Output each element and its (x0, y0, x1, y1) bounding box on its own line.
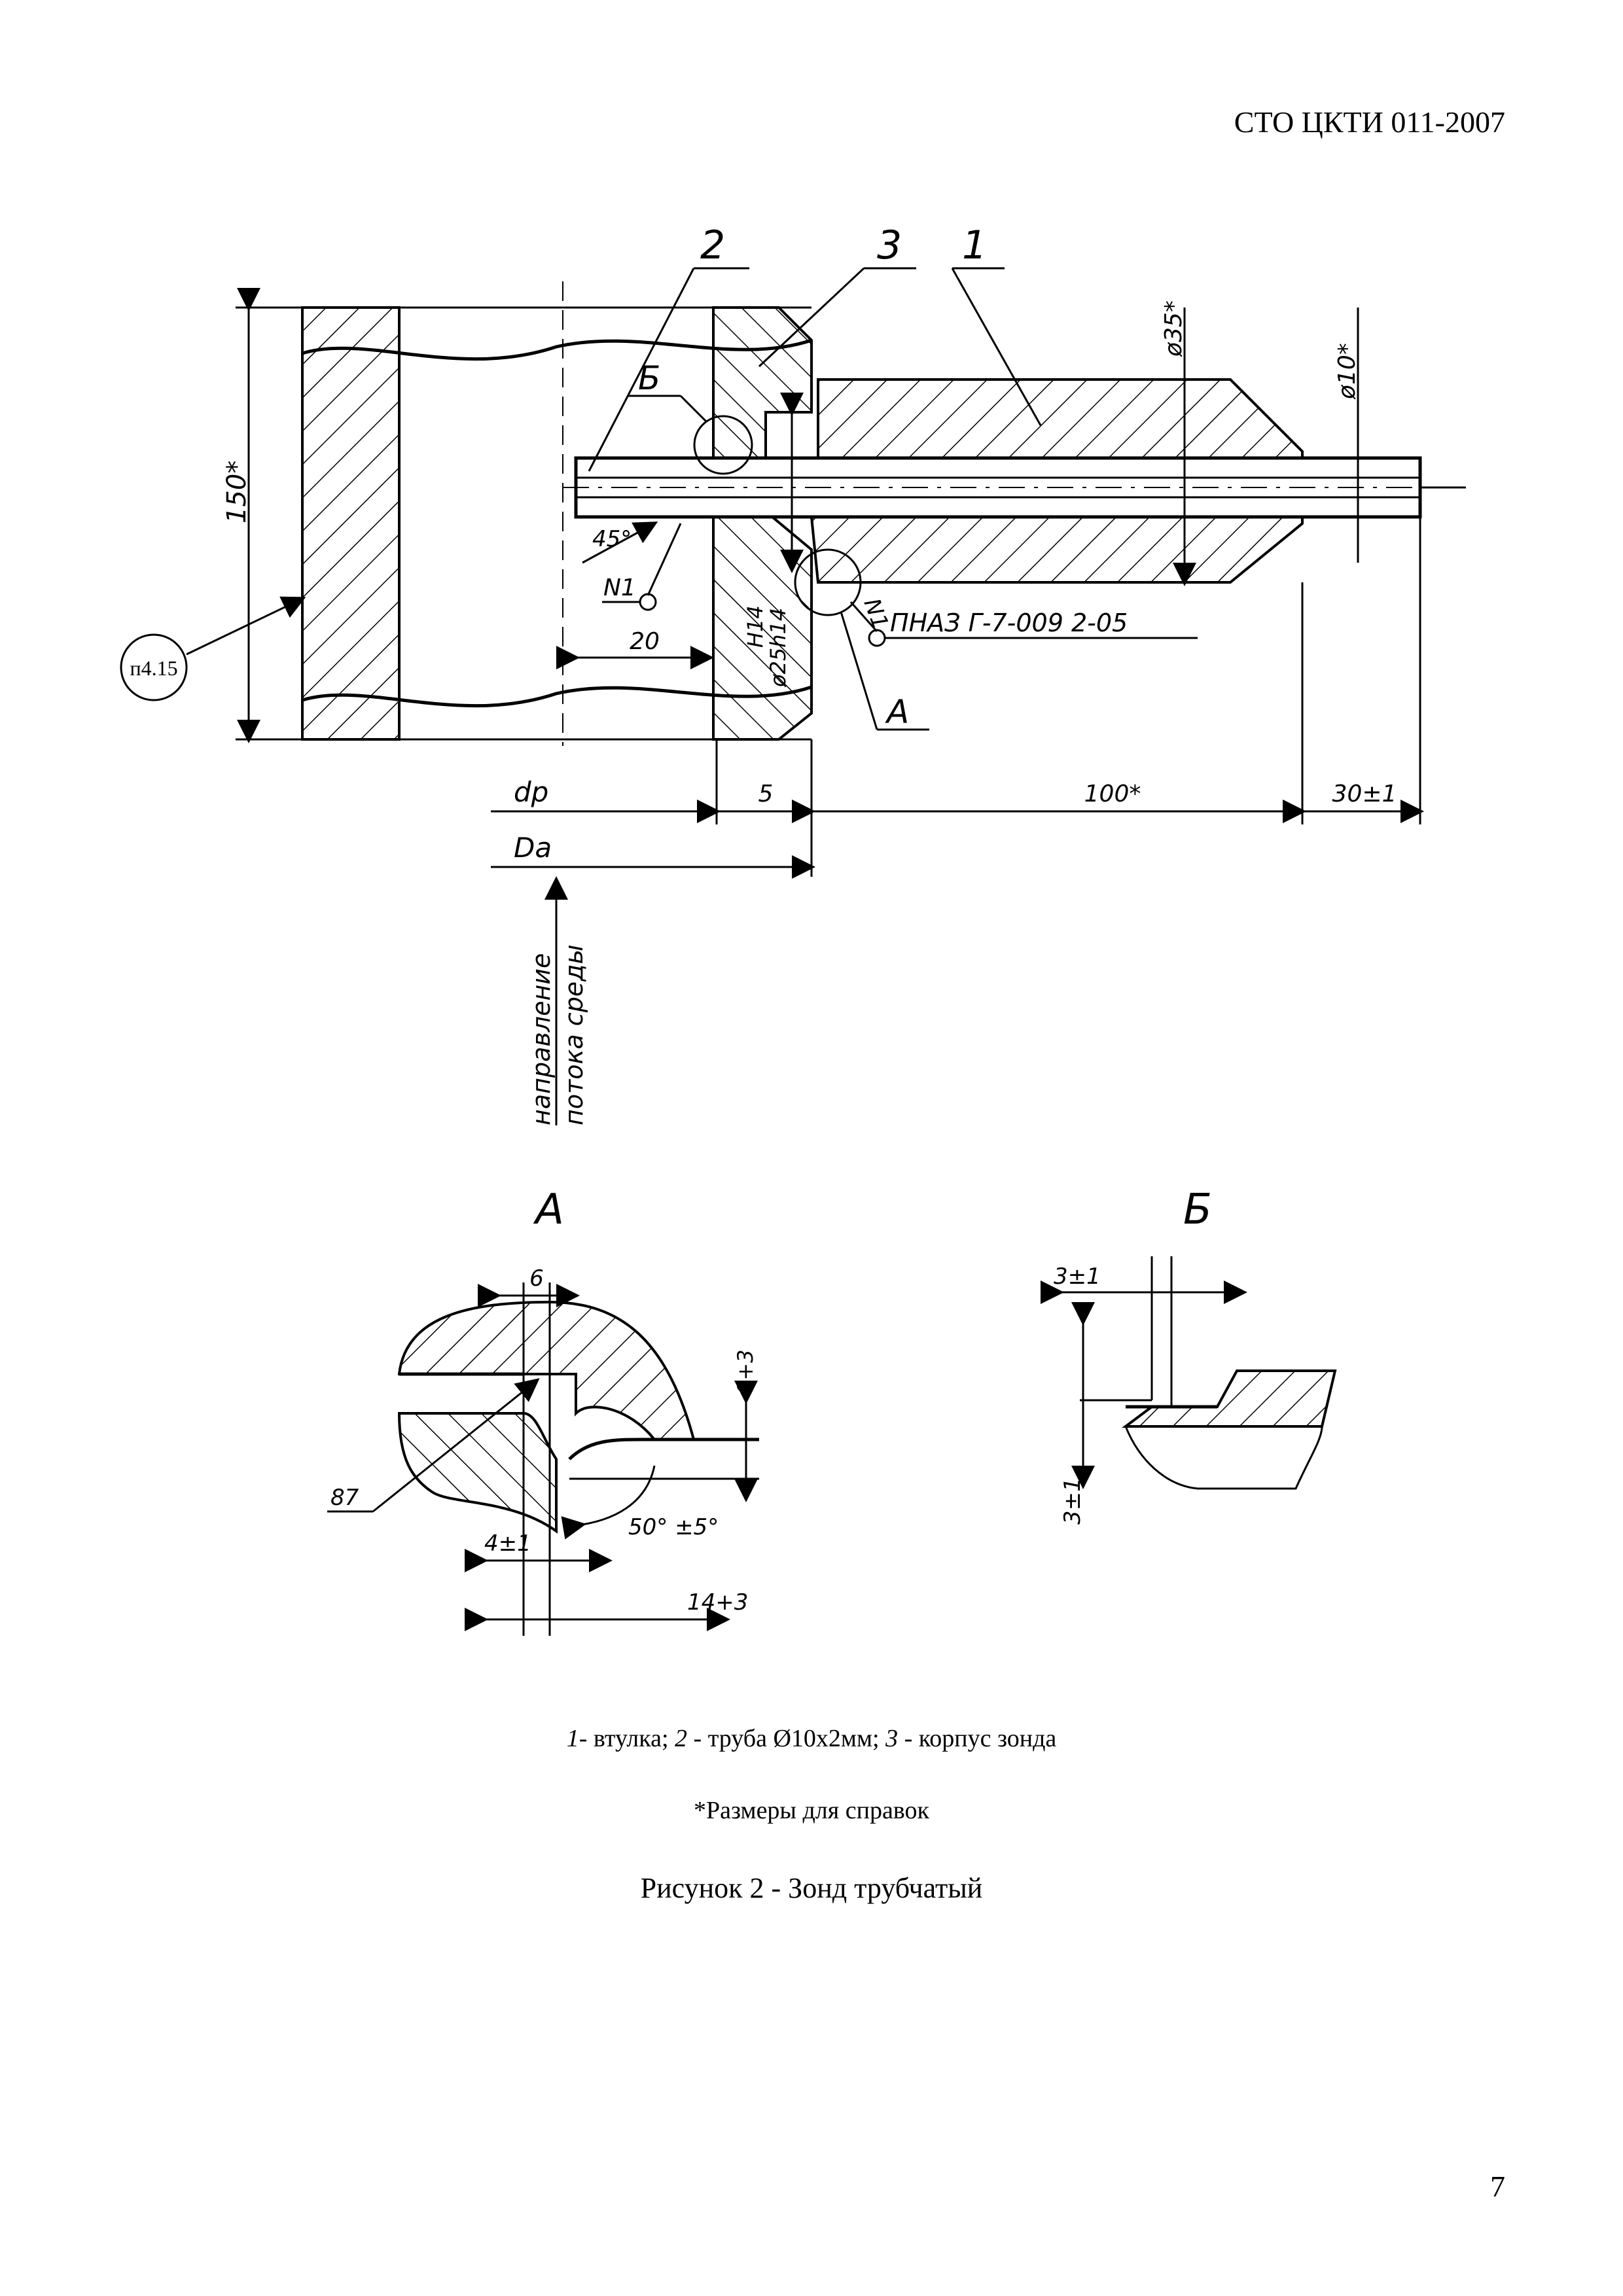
detail-a-title: А (533, 1186, 564, 1234)
detail-a-d6: 6 (529, 1265, 544, 1292)
pipe-wall-left (301, 306, 401, 741)
dim-dp: dp (514, 776, 548, 808)
dim-100: 100* (1084, 781, 1141, 807)
dim-h14: H14 (743, 605, 768, 648)
detail-b-d3left: 3±1 (1060, 1477, 1086, 1525)
clause-ref-circle (120, 633, 188, 701)
detail-b-d3top: 3±1 (1054, 1263, 1101, 1290)
weld-n1-left: N1 (603, 574, 636, 601)
callout-1: 1 (962, 222, 987, 268)
detail-a-ang: 50° ±5° (628, 1514, 719, 1540)
dim-20: 20 (630, 628, 660, 655)
reference-note: *Размеры для справок (694, 1797, 929, 1824)
page-number: 7 (1490, 2170, 1505, 2203)
callouts: 2 3 1 п4.15 (120, 222, 1042, 701)
dim-d35: ø35* (1160, 300, 1187, 357)
detail-a-circle (794, 548, 862, 616)
dim-45: 45° (592, 526, 632, 552)
detail-a-d8: 8+3 (733, 1349, 758, 1394)
legend-items: 1- втулка; 2 - труба Ø10х2мм; 3 - корпус… (566, 1725, 1057, 1752)
callout-2: 2 (700, 222, 725, 268)
dim-5: 5 (758, 781, 774, 807)
dim-d25: ø25h14 (766, 608, 791, 688)
weld-spec: ПНАЗ Г-7-009 2-05 (890, 609, 1128, 637)
view-a-mark: А (885, 693, 909, 731)
dim-da: Da (514, 832, 552, 864)
dim-30: 30±1 (1332, 781, 1397, 807)
detail-a-d14: 14+3 (687, 1589, 748, 1616)
figure-caption: Рисунок 2 - Зонд трубчатый (640, 1872, 983, 1904)
detail-a-d4: 4±1 (484, 1530, 531, 1557)
detail-a-r: 87 (330, 1485, 359, 1511)
view-b-mark: Б (638, 359, 660, 397)
main-assembly (301, 281, 1466, 746)
dim-150: 150* (222, 461, 252, 523)
flow-label-line2: потока среды (560, 945, 588, 1125)
detail-b: Б 3±1 3±1 (1041, 1186, 1337, 1525)
document-code: СТО ЦКТИ 011-2007 (1234, 105, 1505, 139)
detail-a: А 6 8+3 87 50° ±5° 4±1 14+3 (327, 1186, 759, 1636)
clause-ref: п4.15 (130, 656, 177, 680)
detail-b-title: Б (1183, 1186, 1212, 1234)
bushing (817, 378, 1304, 459)
detail-b-circle (693, 415, 753, 475)
dim-d10: ø10* (1334, 343, 1361, 400)
weld-n1-right: N1 (859, 595, 894, 633)
flow-label-line1: направление (527, 953, 556, 1125)
callout-3: 3 (877, 222, 902, 268)
